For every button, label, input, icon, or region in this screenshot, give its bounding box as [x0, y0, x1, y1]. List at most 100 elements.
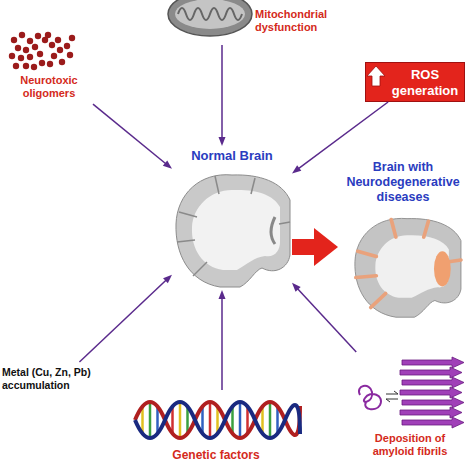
node-label: Brain with Neurodegenerative diseases	[338, 160, 468, 205]
sulcus	[251, 178, 255, 194]
base-pair	[239, 402, 242, 438]
oligomer-dot	[51, 53, 57, 59]
base-pair	[209, 402, 212, 438]
white-matter	[192, 190, 280, 270]
arrow-head	[292, 165, 301, 173]
oligomer-dot	[37, 51, 43, 57]
sulcus	[193, 262, 207, 276]
beta-strand	[400, 367, 462, 378]
oligomer-dot	[9, 53, 15, 59]
mitochondrion	[168, 0, 252, 36]
grey-matter	[355, 218, 461, 317]
oligomer-dot	[64, 43, 70, 49]
normal-brain	[176, 175, 290, 287]
factor-arrow	[219, 290, 226, 390]
node-label: Metal (Cu, Zn, Pb) accumulation	[2, 366, 108, 391]
dna-helix	[135, 402, 300, 438]
connector-line	[221, 297, 223, 390]
oligomer-dot	[31, 64, 37, 70]
beta-strand	[400, 387, 462, 398]
oligomer-dot	[69, 35, 75, 41]
beta-strand	[402, 397, 464, 408]
dna-strand	[135, 402, 300, 438]
arrow-head	[219, 137, 226, 146]
oligomer-dot	[59, 59, 65, 65]
dna-strand	[135, 402, 300, 438]
sulcus	[424, 221, 429, 237]
beta-strand	[402, 417, 464, 428]
connector-line	[79, 280, 166, 362]
sulcus	[279, 222, 290, 224]
sulcus	[356, 276, 376, 278]
factor-node: Mitochondrial dysfunction	[165, 0, 345, 45]
factor-node: Deposition of amyloid fibrils	[350, 352, 470, 468]
dna-rungs	[143, 402, 278, 438]
oligomer-dot	[27, 38, 33, 44]
sulci	[356, 220, 461, 308]
node-label: Deposition of amyloid fibrils	[354, 432, 466, 458]
monomer-coil	[359, 386, 381, 409]
mito-cristae	[178, 8, 242, 20]
oligomer-dot	[23, 47, 29, 53]
connector-line	[93, 104, 166, 164]
oligomer-dot	[47, 61, 53, 67]
node-label: Neurotoxic oligomers	[5, 74, 93, 100]
brain-node: Brain with Neurodegenerative diseases	[338, 160, 468, 318]
oligomer-dot	[49, 42, 55, 48]
oligomer-dot	[67, 52, 73, 58]
sulcus	[215, 176, 219, 194]
oligomer-dots	[9, 32, 75, 70]
factor-arrow	[79, 275, 172, 362]
oligomer-dot	[27, 54, 33, 60]
oligomer-dot	[15, 45, 21, 51]
mito-inner	[175, 0, 245, 29]
grey-matter	[176, 175, 290, 287]
base-pair	[269, 402, 272, 438]
progression-arrow	[292, 228, 338, 266]
mito-outer	[168, 0, 252, 36]
brain-node: Normal Brain	[172, 146, 292, 290]
ventricle	[271, 217, 275, 244]
oligomer-dot	[57, 47, 63, 53]
node-label: Normal Brain	[172, 148, 292, 164]
node-label: ROS generation	[386, 67, 464, 98]
sulci	[177, 176, 290, 276]
arrow-head	[163, 275, 172, 284]
beta-strand	[400, 407, 462, 418]
factor-node: Neurotoxic oligomers	[5, 30, 93, 106]
connector-line	[297, 288, 356, 352]
connector-line	[298, 102, 388, 169]
connector-line	[221, 45, 223, 139]
arrow-head	[219, 290, 226, 299]
oligomer-dot	[45, 32, 51, 38]
equilibrium-arrow	[386, 399, 398, 402]
diseased-brain	[355, 218, 461, 317]
oligomer-dot	[39, 60, 45, 66]
oligomer-dot	[13, 63, 19, 69]
node-label: Genetic factors	[128, 448, 304, 462]
amyloid-fibrils	[359, 357, 464, 428]
equilibrium-arrow	[386, 391, 398, 394]
node-label: Mitochondrial dysfunction	[255, 8, 343, 34]
factor-arrow	[93, 104, 172, 169]
factor-arrow	[292, 102, 388, 173]
factor-node: Metal (Cu, Zn, Pb) accumulation	[0, 362, 108, 410]
sulcus	[449, 260, 461, 262]
arrow-head	[163, 160, 172, 168]
factor-arrow	[292, 283, 356, 352]
ros-box: ROS generation	[365, 62, 465, 102]
base-pair	[149, 402, 152, 438]
sulcus	[391, 220, 396, 238]
oligomer-dot	[23, 63, 29, 69]
base-pair	[179, 402, 182, 438]
sulcus	[358, 251, 377, 256]
oligomer-dot	[11, 37, 17, 43]
beta-strand	[402, 357, 464, 368]
sulcus	[179, 212, 197, 217]
oligomer-dot	[18, 55, 24, 61]
connector-line	[292, 239, 319, 255]
beta-sheet	[400, 357, 464, 428]
oligomer-dot	[19, 32, 25, 38]
beta-strand	[402, 377, 464, 388]
